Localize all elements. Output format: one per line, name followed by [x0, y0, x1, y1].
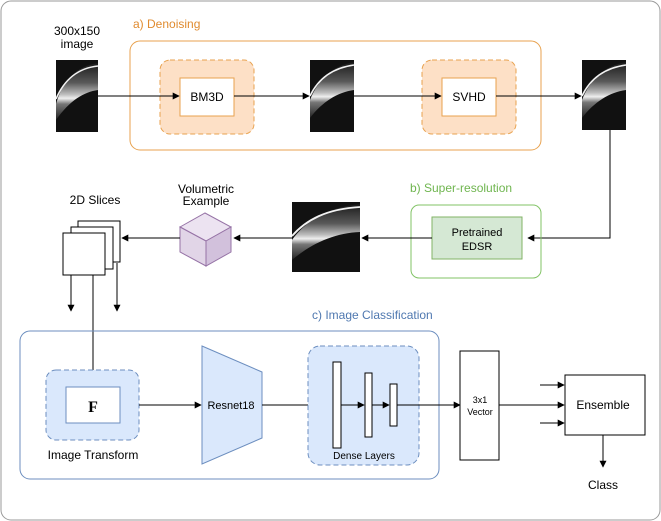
bm3d-label: BM3D [190, 90, 224, 104]
super-resolved-oct-image [291, 202, 361, 272]
volumetric-title-line2: Example [183, 194, 230, 208]
classification-title: c) Image Classification [312, 308, 433, 322]
arrow-denoised-to-edsr [527, 130, 611, 242]
edsr-line1: Pretrained [452, 227, 503, 239]
resnet-block [201, 345, 263, 465]
slices-stack [62, 220, 121, 276]
vector-line1: 3x1 [473, 395, 488, 405]
transform-box [65, 386, 121, 424]
svhd-output-oct-image [581, 60, 627, 130]
dense-layer-2 [364, 372, 373, 438]
vector-line2: Vector [467, 407, 493, 417]
class-label: Class [588, 478, 618, 492]
edsr-line2: EDSR [462, 241, 493, 253]
ensemble-label: Ensemble [576, 398, 630, 412]
vector-box [459, 350, 500, 461]
transform-symbol: F [88, 399, 98, 416]
input-image-label: image [61, 37, 94, 51]
slices-title: 2D Slices [70, 193, 121, 207]
edsr-box [431, 216, 523, 260]
super-resolution-panel [410, 204, 542, 279]
denoised-oct-image [309, 60, 355, 132]
dense-label: Dense Layers [333, 451, 395, 462]
bm3d-box [179, 77, 235, 117]
dense-layer-3 [389, 383, 398, 427]
input-oct-image [55, 60, 99, 132]
transform-label: Image Transform [48, 448, 139, 462]
resnet-label: Resnet18 [207, 400, 254, 412]
dense-layer-1 [332, 361, 342, 449]
svhd-box [441, 77, 497, 117]
volume-cube [178, 212, 233, 267]
input-size-label: 300x150 [54, 24, 100, 38]
denoising-title: a) Denoising [133, 17, 200, 31]
svhd-label: SVHD [452, 90, 486, 104]
volumetric-title-line1: Volumetric [178, 182, 234, 196]
ensemble-box [564, 374, 646, 436]
super-resolution-title: b) Super-resolution [410, 181, 512, 195]
